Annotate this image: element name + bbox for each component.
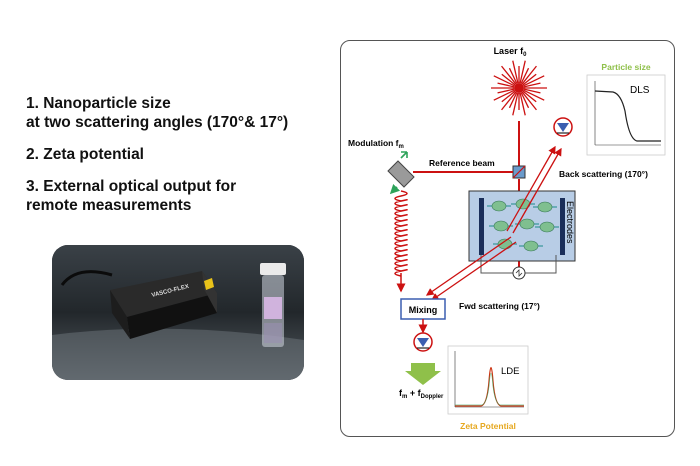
feature-3-line-2: remote measurements [26,197,192,214]
feature-item-3: 3. External optical output for remote me… [26,177,346,215]
back-scattering-label: Back scattering (170°) [559,169,648,179]
reference-beam-label: Reference beam [429,158,495,168]
output-frequency-label: fm + fDoppler [399,388,444,400]
device-photo-drawing: VASCO-FLEX [52,245,304,380]
fwd-scattering-label: Fwd scattering (17°) [459,301,540,311]
dls-label: DLS [630,85,650,96]
device-photo: VASCO-FLEX [52,245,304,380]
feature-1-line-1: 1. Nanoparticle size [26,95,171,112]
feature-item-2: 2. Zeta potential [26,145,346,164]
modulation-label: Modulation fm [348,138,404,150]
electrodes-label: Electrodes [565,201,575,244]
laser-starburst-icon [491,60,547,116]
feature-item-1: 1. Nanoparticle size at two scattering a… [26,94,346,132]
device-body: VASCO-FLEX [110,271,217,339]
feature-1-line-2: at two scattering angles (170°& 17°) [26,114,289,131]
measurement-diagram-panel: Laser f0 Reference beam Modulation fm El… [340,40,675,437]
dls-curve [594,90,661,142]
measurement-diagram: Laser f0 Reference beam Modulation fm El… [348,46,666,431]
feature-list: 1. Nanoparticle size at two scattering a… [26,94,346,228]
dls-title: Particle size [601,62,650,72]
modulation-mirror [387,160,415,188]
laser-label: Laser f0 [494,46,528,58]
feature-2-line-1: 2. Zeta potential [26,146,144,163]
lde-plot [447,345,529,415]
zeta-title: Zeta Potential [460,421,516,431]
feature-3-line-1: 3. External optical output for [26,178,237,195]
modulated-beam [394,190,408,277]
mixing-label: Mixing [409,305,438,315]
sample-vial [260,263,286,347]
output-arrow-icon [405,363,441,385]
lde-label: LDE [501,366,519,377]
